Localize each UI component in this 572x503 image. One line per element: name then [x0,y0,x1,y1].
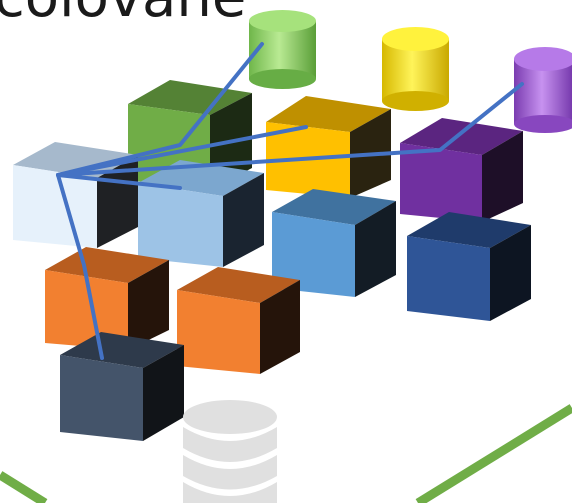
database-icon [183,400,277,503]
cube-slate [60,332,184,441]
cube-purple [400,118,523,222]
green-cylinder [249,10,316,89]
connector-lines [56,42,524,360]
cube-orange-left [45,247,169,350]
slide-title: colované [0,0,246,26]
cube-orange-right [177,267,300,374]
yellow-cylinder [382,27,449,111]
cube-dark-blue [407,212,531,321]
cube-medium-blue [272,189,396,297]
cube-sky-blue [138,160,264,267]
cube-gold [266,96,391,198]
floor-outline [0,404,572,503]
purple-cylinder [514,47,572,133]
